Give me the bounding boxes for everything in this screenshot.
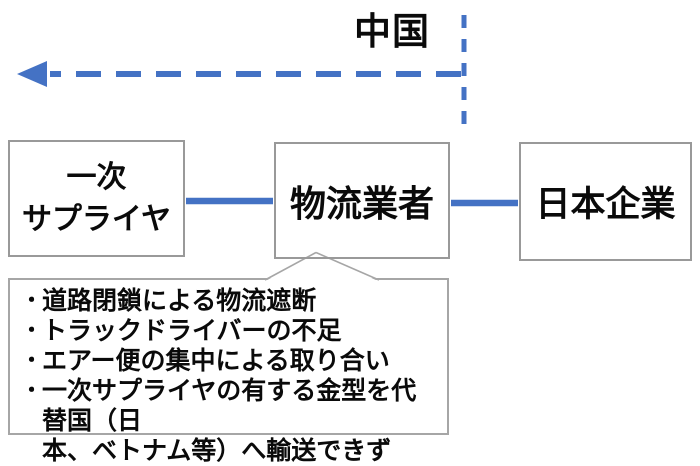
bullet-icon: ・ xyxy=(21,349,42,372)
list-item: ・ トラックドライバーの不足 xyxy=(19,316,441,346)
callout-issues-box: ・ 道路閉鎖による物流遮断 ・ トラックドライバーの不足 ・ エアー便の集中によ… xyxy=(8,278,449,465)
box-logistics-provider: 物流業者 xyxy=(274,142,450,259)
list-item: ・ 一次サプライヤの有する金型を代替国（日 本、ベトナム等）へ輸送できず xyxy=(19,376,441,466)
box-logistics-provider-label: 物流業者 xyxy=(289,182,434,224)
diagram-canvas: 中国 一次 サプライヤ 物流業者 日本企業 ・ 道路閉鎖による物流遮断 ・ トラ… xyxy=(8,11,692,465)
issue-driver-shortage: トラックドライバーの不足 xyxy=(42,317,342,345)
issue-road-closure: 道路閉鎖による物流遮断 xyxy=(42,287,317,315)
box-japanese-company: 日本企業 xyxy=(519,142,692,261)
box-japanese-company-label: 日本企業 xyxy=(535,185,676,224)
box-primary-supplier-label: 一次 サプライヤ xyxy=(21,160,172,236)
list-item: ・ 道路閉鎖による物流遮断 xyxy=(19,286,441,316)
issue-air-freight: エアー便の集中による取り合い xyxy=(42,347,390,375)
issue-mold-transport: 一次サプライヤの有する金型を代替国（日 本、ベトナム等）へ輸送できず xyxy=(42,377,417,465)
arrowhead-left-icon xyxy=(17,61,47,87)
box-primary-supplier: 一次 サプライヤ xyxy=(8,140,185,257)
list-item: ・ エアー便の集中による取り合い xyxy=(19,346,441,376)
bullet-icon: ・ xyxy=(21,379,42,402)
bullet-icon: ・ xyxy=(21,319,42,342)
china-region-label: 中国 xyxy=(354,11,430,52)
bullet-icon: ・ xyxy=(21,289,42,312)
